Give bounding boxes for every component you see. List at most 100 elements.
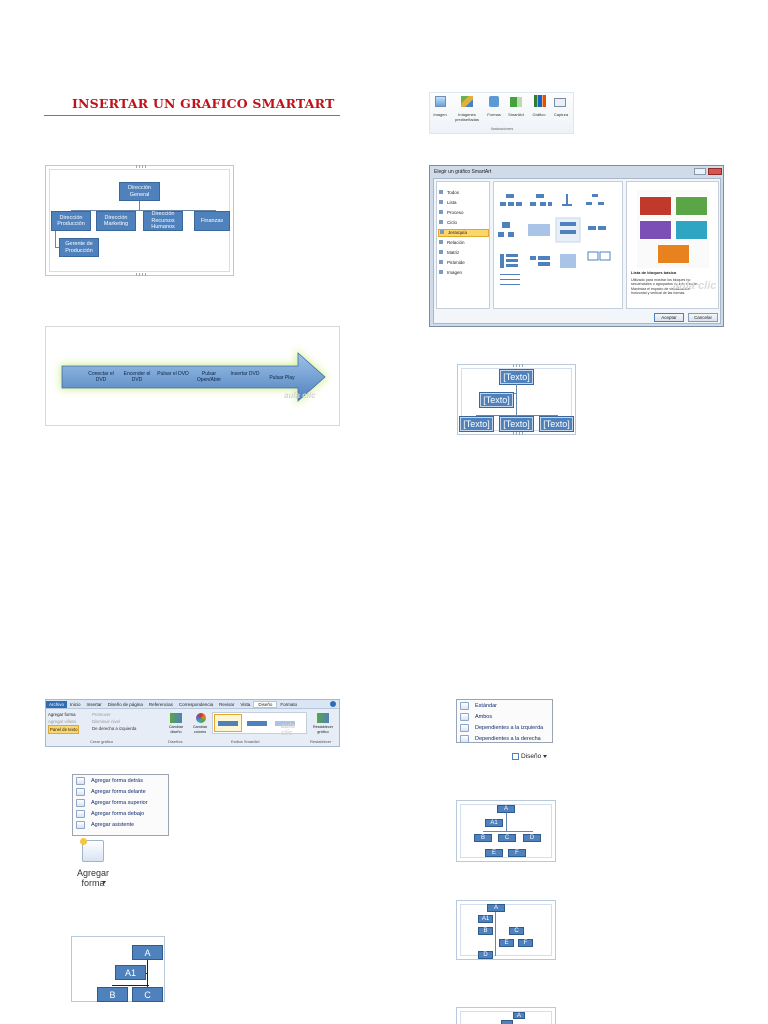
add-shape-ribbon-item[interactable]: Agregar forma	[48, 712, 76, 717]
menu-item-label: Agregar forma debajo	[91, 810, 145, 817]
shapes-icon[interactable]	[489, 96, 499, 107]
category-label: Ciclo	[447, 220, 458, 225]
watermark: aula clic	[281, 723, 296, 737]
frame-handle	[513, 432, 523, 435]
layout-button[interactable]: Diseño	[512, 750, 560, 762]
category-list: Todos Lista Proceso Ciclo Jerarquía Rela…	[436, 181, 490, 309]
standard-layout-figure: A A1 B C D E F	[456, 800, 556, 862]
promote-group: Promover Disminuir nivel De derecha a iz…	[92, 711, 162, 732]
category-item[interactable]: Relación	[439, 240, 465, 245]
chart-icon[interactable]	[534, 95, 546, 107]
reset-graphic-icon[interactable]	[317, 713, 329, 723]
process-step: Insertar DVD	[230, 371, 260, 377]
connector	[112, 985, 149, 986]
menu-item-label: Agregar forma superior	[91, 799, 148, 806]
connector	[139, 201, 140, 210]
category-icon	[439, 250, 443, 254]
menu-item-left-hanging[interactable]: Dependientes a la izquierda	[457, 722, 552, 733]
smartart-icon[interactable]	[510, 97, 522, 107]
screenshot-icon[interactable]	[554, 98, 566, 107]
menu-item-add-shape-before[interactable]: Agregar forma delante	[73, 786, 168, 797]
preview-pane: Lista de bloques básica Utilizado para m…	[626, 181, 719, 309]
change-colors-icon[interactable]	[196, 713, 206, 723]
menu-item-add-shape-below[interactable]: Agregar forma debajo	[73, 808, 168, 819]
menu-item-label: Agregar asistente	[91, 821, 135, 828]
org-box-child: Dirección Recursos Humanos	[143, 211, 183, 231]
ribbon-tab[interactable]: Insertar	[86, 701, 102, 707]
texto-box-top: [Texto]	[499, 369, 534, 385]
abc-chart-left-figure: A A1 B C	[71, 936, 165, 1002]
promote-ribbon-item[interactable]: Promover	[92, 712, 111, 717]
ribbon-tab[interactable]: Vista	[240, 701, 251, 707]
ribbon-tab[interactable]: Revisar	[219, 701, 235, 707]
ribbon-group-label: Diseños	[168, 739, 183, 744]
style-thumb[interactable]	[247, 721, 267, 726]
chart-box-c: C	[132, 987, 163, 1002]
ribbon-group-label: Ilustraciones	[490, 126, 514, 131]
category-icon	[439, 260, 443, 264]
category-item[interactable]: Matriz	[439, 250, 459, 255]
ribbon-tab[interactable]: Formato	[280, 701, 298, 707]
ribbon-tab-file[interactable]: Archivo	[46, 700, 68, 708]
clipart-icon[interactable]	[461, 96, 473, 107]
smartart-dialog: Elegir un gráfico SmartArt Todos Lista P…	[429, 165, 724, 327]
ribbon-tab-design-active[interactable]: Diseño	[253, 700, 278, 708]
text-pane-ribbon-item[interactable]: Panel de texto	[48, 725, 80, 734]
ribbon-item-label: Formas	[487, 112, 501, 117]
layout-menu: Estándar Ambos Dependientes a la izquier…	[456, 699, 553, 743]
help-icon[interactable]	[330, 701, 336, 707]
demote-ribbon-item[interactable]: Disminuir nivel	[92, 719, 120, 724]
preview-block	[675, 196, 708, 216]
ribbon-tab[interactable]: Inicio	[70, 701, 81, 707]
chart-box-f: F	[518, 939, 533, 947]
category-item[interactable]: Pirámide	[439, 260, 465, 265]
menu-item-add-assistant[interactable]: Agregar asistente	[73, 819, 168, 830]
dialog-title: Elegir un gráfico SmartArt	[434, 169, 492, 175]
image-icon[interactable]	[435, 96, 446, 107]
dialog-help-button[interactable]	[694, 168, 706, 175]
menu-item-label: Dependientes a la izquierda	[475, 724, 544, 731]
menu-item-add-shape-above[interactable]: Agregar forma superior	[73, 797, 168, 808]
preview-name: Lista de bloques básica	[631, 270, 677, 275]
change-layout-icon[interactable]	[170, 713, 182, 723]
category-item[interactable]: Ciclo	[439, 220, 457, 225]
frame-handle	[513, 364, 523, 367]
process-step: Pulsar el DVD	[157, 371, 189, 377]
menu-item-label: Agregar forma delante	[91, 788, 146, 795]
ribbon-tab[interactable]: Correspondencia	[178, 701, 214, 707]
menu-item-both[interactable]: Ambos	[457, 711, 552, 722]
org-box-child: Dirección Producción	[51, 211, 91, 231]
connector	[476, 415, 558, 416]
style-thumb[interactable]	[275, 721, 295, 726]
preview-block	[639, 220, 672, 240]
org-chart-figure: Dirección General Dirección Producción D…	[45, 165, 234, 276]
ok-button[interactable]: Aceptar	[654, 313, 684, 322]
preview-block	[675, 220, 708, 240]
menu-item-right-hanging[interactable]: Dependientes a la derecha	[457, 733, 552, 744]
add-assistant-icon	[76, 820, 85, 829]
chart-box-c: C	[498, 834, 516, 842]
layout-button-label: Diseño	[521, 752, 542, 760]
preview-block	[639, 196, 672, 216]
process-arrow-shape	[60, 349, 328, 405]
cancel-button[interactable]: Cancelar	[688, 313, 718, 322]
category-item[interactable]: Todos	[439, 190, 459, 195]
category-item[interactable]: Proceso	[439, 210, 464, 215]
menu-item-add-shape-after[interactable]: Agregar forma detrás	[73, 775, 168, 786]
add-shape-button[interactable]: Agregar forma	[72, 838, 114, 890]
category-item[interactable]: Imagen	[439, 270, 462, 275]
rtl-ribbon-item[interactable]: De derecha a izquierda	[92, 726, 137, 731]
dialog-close-button[interactable]	[708, 168, 722, 175]
inner-frame	[460, 804, 552, 858]
category-item[interactable]: Lista	[439, 200, 457, 205]
chart-box-b: B	[97, 987, 128, 1002]
ribbon-tab[interactable]: Diseño de página	[107, 701, 143, 707]
menu-item-standard[interactable]: Estándar	[457, 700, 552, 711]
category-item-selected[interactable]: Jerarquía	[438, 229, 489, 237]
category-label: Matriz	[447, 250, 460, 255]
org-box-child: Dirección Marketing	[96, 211, 136, 231]
add-bullet-ribbon-item[interactable]: Agregar viñeta	[48, 719, 76, 724]
style-thumb[interactable]	[218, 721, 238, 726]
ribbon-tab[interactable]: Referencias	[148, 701, 173, 707]
smartart-styles-gallery[interactable]: aula clic	[212, 712, 307, 737]
